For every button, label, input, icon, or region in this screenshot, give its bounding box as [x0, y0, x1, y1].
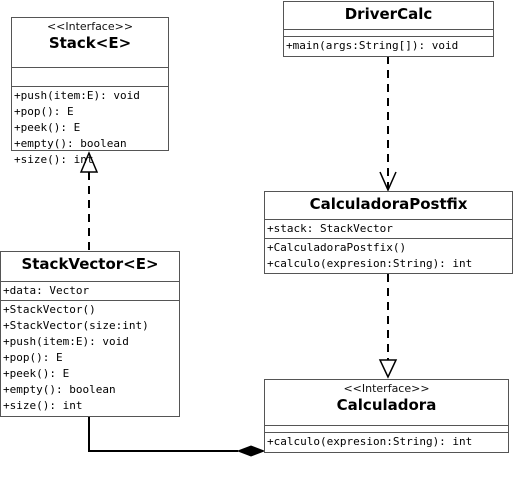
method: +peek(): E: [3, 367, 70, 380]
method: +size(): int: [14, 153, 94, 166]
method: +pop(): E: [14, 105, 74, 118]
class-calculadorapostfix[interactable]: CalculadoraPostfix +stack: StackVector +…: [264, 191, 513, 274]
method: +pop(): E: [3, 351, 63, 364]
method: +calculo(expresion:String): int: [267, 257, 473, 270]
class-name: CalculadoraPostfix: [309, 195, 468, 213]
attributes-section: [12, 68, 168, 87]
class-stack[interactable]: <<Interface>> Stack<E> +push(item:E): vo…: [11, 17, 169, 166]
class-calculadora[interactable]: <<Interface>> Calculadora +calculo(expre…: [264, 379, 509, 453]
attributes-section: [284, 30, 493, 37]
method: +StackVector(): [3, 303, 96, 316]
composition-diamond: [236, 445, 266, 457]
methods-section: +calculo(expresion:String): int: [265, 433, 508, 451]
class-name: StackVector<E>: [21, 255, 159, 273]
stereotype-label: <<Interface>>: [46, 20, 134, 33]
attributes-section: +data: Vector: [1, 282, 179, 301]
composition-stackvector-calculadora: [88, 416, 238, 452]
class-header: DriverCalc: [284, 2, 493, 30]
realization-arrowhead-stack: [79, 151, 99, 173]
methods-section: +CalculadoraPostfix() +calculo(expresion…: [265, 239, 512, 273]
class-header: CalculadoraPostfix: [265, 192, 512, 220]
methods-section: +push(item:E): void +pop(): E +peek(): E…: [12, 87, 168, 169]
attribute: +stack: StackVector: [267, 222, 393, 235]
attributes-section: +stack: StackVector: [265, 220, 512, 239]
class-name: Calculadora: [336, 396, 437, 414]
methods-section: +StackVector() +StackVector(size:int) +p…: [1, 301, 179, 415]
method: +StackVector(size:int): [3, 319, 149, 332]
method: +size(): int: [3, 399, 83, 412]
method: +push(item:E): void: [14, 89, 140, 102]
class-header: <<Interface>> Stack<E>: [12, 18, 168, 68]
stereotype-label: <<Interface>>: [343, 382, 430, 395]
attributes-section: [265, 426, 508, 433]
dependency-arrowhead-postfix: [379, 171, 397, 192]
method: +main(args:String[]): void: [286, 39, 459, 52]
class-name: Stack<E>: [48, 34, 132, 52]
method: +peek(): E: [14, 121, 81, 134]
method: +CalculadoraPostfix(): [267, 241, 407, 254]
method: +calculo(expresion:String): int: [267, 435, 473, 448]
method: +push(item:E): void: [3, 335, 129, 348]
realization-arrowhead-calculadora: [378, 359, 398, 379]
class-name: DriverCalc: [344, 5, 433, 23]
class-header: StackVector<E>: [1, 252, 179, 282]
attribute: +data: Vector: [3, 284, 90, 297]
method: +empty(): boolean: [3, 383, 116, 396]
class-header: <<Interface>> Calculadora: [265, 380, 508, 426]
methods-section: +main(args:String[]): void: [284, 37, 493, 55]
method: +empty(): boolean: [14, 137, 127, 150]
class-drivercalc[interactable]: DriverCalc +main(args:String[]): void: [283, 1, 494, 57]
class-stackvector[interactable]: StackVector<E> +data: Vector +StackVecto…: [0, 251, 180, 417]
